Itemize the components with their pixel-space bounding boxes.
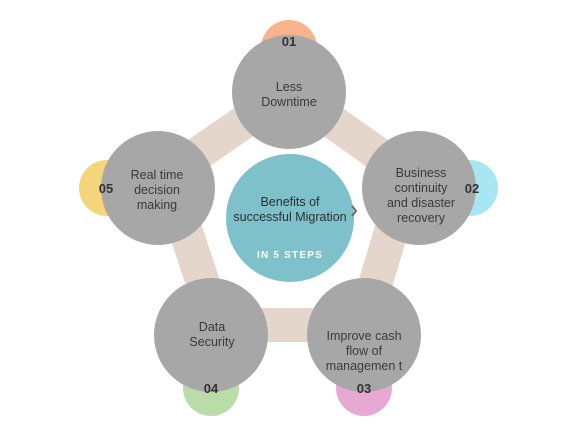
step-number-03: 03	[356, 380, 372, 396]
step-number-05: 05	[98, 180, 114, 196]
step-number-04: 04	[203, 380, 219, 396]
center-circle-accent	[351, 205, 358, 217]
step-label-01: Less Downtime	[261, 80, 317, 109]
center-title: Benefits of successful Migration	[233, 195, 347, 224]
step-label-05: Real time decision making	[130, 167, 184, 212]
step-circle-01	[232, 35, 346, 149]
step-circle-04	[154, 278, 268, 392]
step-circle-03	[307, 278, 421, 392]
step-number-01: 01	[281, 33, 297, 49]
center-subtitle: IN 5 STEPS	[257, 250, 323, 261]
step-circle-05	[101, 131, 215, 245]
center-circle	[226, 154, 354, 282]
step-label-02: Business continuity and disaster recover…	[386, 166, 456, 225]
step-number-02: 02	[464, 180, 480, 196]
step-circle-02	[362, 131, 476, 245]
step-label-04: Data Security	[189, 320, 235, 349]
step-label-03: Improve cash flow of managemen t	[325, 328, 403, 373]
